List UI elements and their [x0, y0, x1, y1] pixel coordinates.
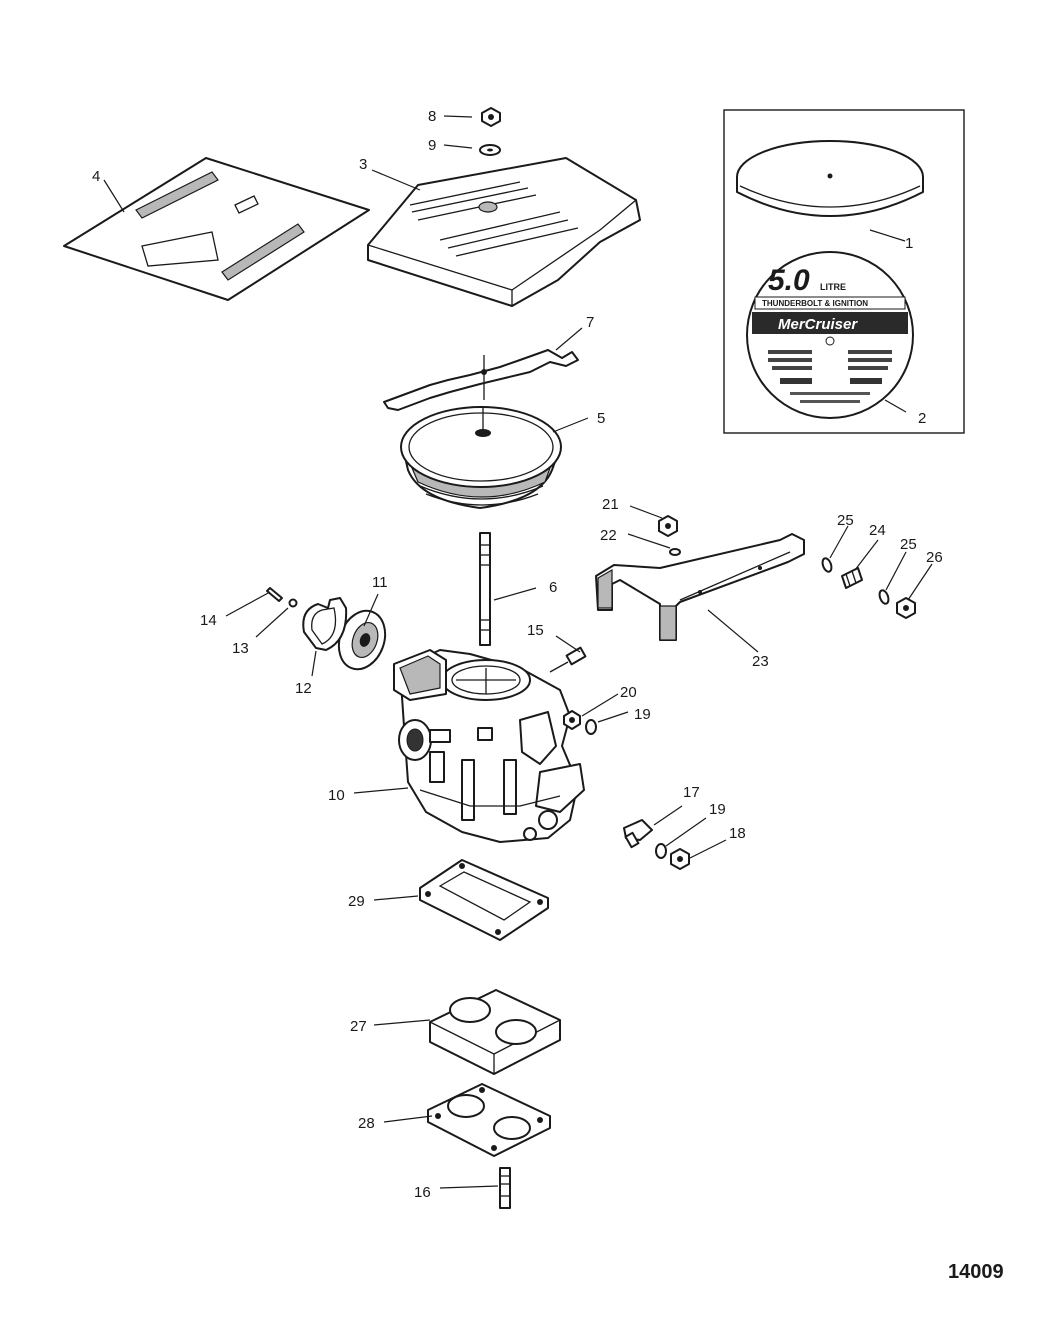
- callout-19-upper: 19: [634, 706, 651, 723]
- part-11-choke-cover: [337, 609, 387, 671]
- callout-labels: 1 2 3 4 5 6 7 8 9 10 11 12 13 14 15 16 1…: [92, 108, 943, 1201]
- callout-8: 8: [428, 108, 436, 125]
- part-5-flame-arrestor: [400, 406, 562, 509]
- part-6-stud: [479, 532, 491, 646]
- callout-25-left: 25: [837, 512, 854, 529]
- callout-13: 13: [232, 640, 249, 657]
- decal-brand: MerCruiser: [778, 316, 858, 333]
- leader-lines: [103, 115, 933, 1189]
- callout-7: 7: [586, 314, 594, 331]
- part-4-decal-sheet: [63, 157, 370, 301]
- callout-29: 29: [348, 893, 365, 910]
- part-28-gasket: [427, 1083, 551, 1157]
- figure-number: 14009: [948, 1261, 1004, 1283]
- part-23-linkage-bracket: [595, 533, 805, 641]
- part-25-washer-right: [878, 589, 890, 605]
- callout-28: 28: [358, 1115, 375, 1132]
- decal-displacement: 5.0: [768, 264, 810, 297]
- part-29-gasket: [419, 859, 549, 941]
- callout-14: 14: [200, 612, 217, 629]
- part-2-decal: 5.0 LITRE THUNDERBOLT & IGNITION MerCrui…: [746, 251, 914, 419]
- callout-21: 21: [602, 496, 619, 513]
- callout-19-lower: 19: [709, 801, 726, 818]
- callout-12: 12: [295, 680, 312, 697]
- callout-1: 1: [905, 235, 913, 252]
- callout-5: 5: [597, 410, 605, 427]
- part-26-nut: [896, 597, 916, 619]
- part-10-carburetor: [393, 649, 585, 843]
- part-14-screw: [266, 587, 283, 602]
- part-12-gasket: [302, 597, 348, 651]
- part-16-stud: [499, 1167, 511, 1209]
- callout-4: 4: [92, 168, 100, 185]
- callout-25-right: 25: [900, 536, 917, 553]
- inset-frame: [723, 109, 965, 434]
- callout-23: 23: [752, 653, 769, 670]
- decal-unit: LITRE: [820, 282, 846, 292]
- callout-3: 3: [359, 156, 367, 173]
- callout-20: 20: [620, 684, 637, 701]
- callout-2: 2: [918, 410, 926, 427]
- callout-11: 11: [372, 574, 388, 591]
- part-27-spacer: [429, 989, 561, 1075]
- callout-6: 6: [549, 579, 557, 596]
- part-9-washer: [479, 144, 501, 156]
- callout-9: 9: [428, 137, 436, 154]
- callout-18: 18: [729, 825, 746, 842]
- callout-17: 17: [683, 784, 700, 801]
- callout-26: 26: [926, 549, 943, 566]
- part-7-bracket: [383, 349, 579, 411]
- part-1-air-cleaner-cover: [736, 140, 924, 217]
- part-18-nut: [670, 848, 690, 870]
- part-8-nut: [481, 107, 501, 127]
- callout-10: 10: [328, 787, 345, 804]
- callout-16: 16: [414, 1184, 431, 1201]
- part-20-nut: [563, 710, 581, 730]
- decal-subtitle: THUNDERBOLT & IGNITION: [762, 299, 868, 308]
- part-15-screw: [549, 646, 587, 673]
- part-25-washer-left: [821, 557, 833, 573]
- part-19-washer-upper: [585, 719, 597, 735]
- part-24-bushing: [841, 567, 863, 589]
- part-17-fitting: [623, 819, 653, 849]
- callout-15: 15: [527, 622, 544, 639]
- part-13-washer: [288, 598, 298, 608]
- part-22-washer: [669, 548, 681, 556]
- callout-22: 22: [600, 527, 617, 544]
- callout-27: 27: [350, 1018, 367, 1035]
- callout-24: 24: [869, 522, 886, 539]
- part-19-washer-lower: [655, 843, 667, 859]
- part-21-nut: [658, 515, 678, 537]
- part-3-cover: [367, 157, 641, 307]
